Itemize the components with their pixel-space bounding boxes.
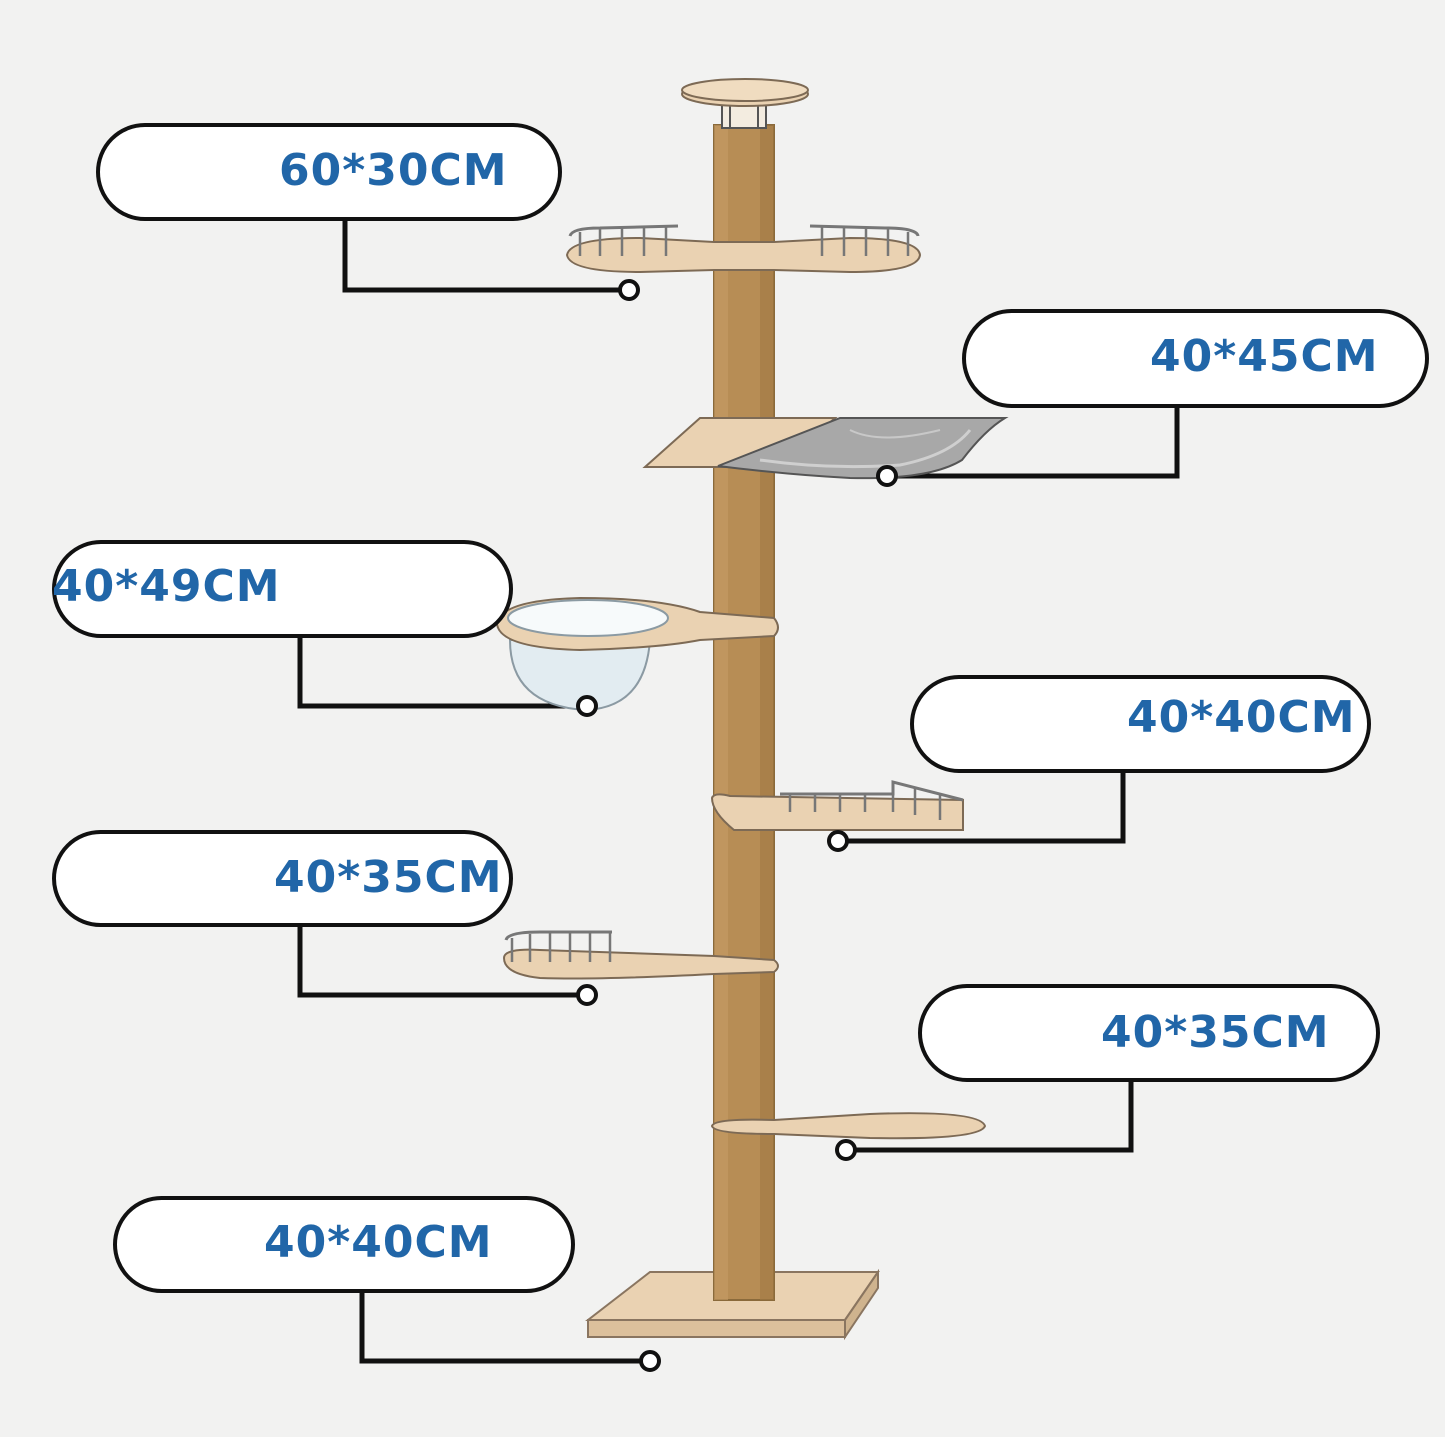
connector-base [359,1292,643,1364]
label-text-railed-step-left: 40*35CM [274,852,503,903]
connector-lines [297,220,1180,1364]
railed-step-left-level [502,930,779,980]
marker-hammock [876,465,898,487]
base-board [585,1268,880,1341]
label-text-base: 40*40CM [264,1217,493,1268]
label-pill-oval-step [918,984,1380,1082]
connector-oval-step [853,1082,1134,1153]
space-capsule-level [495,596,779,712]
label-text-hammock: 40*45CM [1150,331,1379,382]
label-text-top-platform: 60*30CM [279,145,508,196]
marker-railed-step-left [576,984,598,1006]
label-pill-space-capsule [52,540,513,638]
top-platform [565,224,922,274]
label-text-railed-step-right: 40*40CM [1127,692,1356,743]
connector-top-platform [342,220,622,293]
label-text-space-capsule: 40*49CM [52,561,281,612]
marker-space-capsule [576,695,598,717]
sisal-post [713,124,775,1301]
connector-space-capsule [297,637,580,709]
label-text-oval-step: 40*35CM [1101,1007,1330,1058]
marker-top-platform [618,279,640,301]
railed-step-right-level [710,780,964,831]
oval-step-level [710,1112,987,1140]
connector-railed-step-left [297,926,580,998]
marker-railed-step-right [827,830,849,852]
label-pill-railed-step-right [910,675,1371,773]
connector-hammock [894,408,1180,479]
marker-oval-step [835,1139,857,1161]
connector-railed-step-right [845,772,1126,844]
hammock-level [642,417,1009,480]
label-pill-railed-step-left [52,830,513,927]
label-pill-hammock [962,309,1429,408]
marker-base [639,1350,661,1372]
connector-markers [576,279,898,1372]
top-cap [681,78,809,129]
label-pill-top-platform [96,123,562,221]
label-pill-base [113,1196,575,1293]
